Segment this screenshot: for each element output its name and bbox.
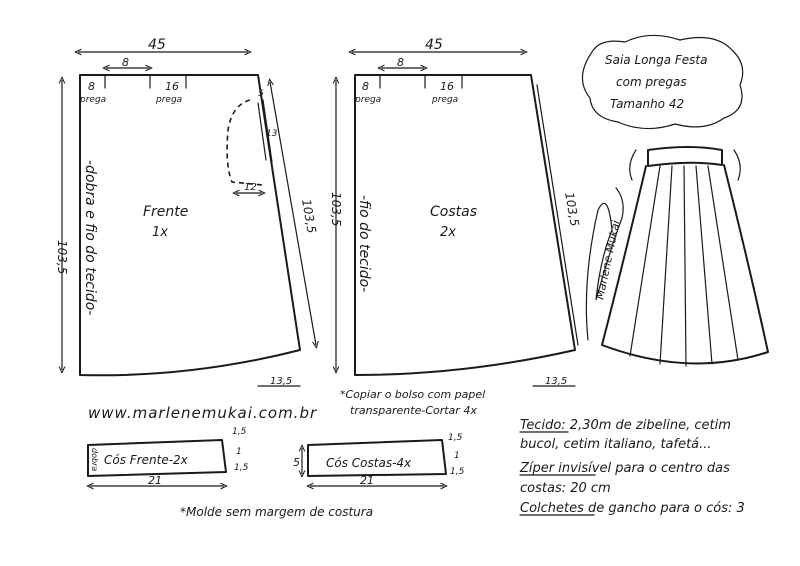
title-line1: Saia Longa Festa — [605, 53, 708, 67]
back-waistband-label: Cós Costas-4x — [326, 456, 412, 470]
front-name: Frente — [143, 204, 188, 220]
back-count: 2x — [440, 225, 456, 240]
back-grain-text: -fio do tecido- — [356, 195, 372, 292]
front-pleat1-width: 8 — [88, 80, 95, 93]
front-count: 1x — [152, 225, 168, 240]
materials-line4: costas: 20 cm — [520, 481, 611, 496]
back-left-height: 103,5 — [329, 192, 343, 226]
pocket-note-line2: transparente-Cortar 4x — [350, 404, 477, 417]
front-waistband-h1: 1,5 — [232, 427, 247, 437]
signature-text: Marlene Mukai — [593, 219, 622, 300]
back-pleat1-label: prega — [354, 95, 381, 105]
front-fold-text: -dobra e fio do tecido- — [82, 160, 98, 315]
materials-line1: Tecido: 2,30m de zibeline, cetim — [520, 418, 731, 433]
back-outline — [354, 74, 576, 376]
title-line3: Tamanho 42 — [610, 97, 684, 111]
front-waistband-h2: 1 — [236, 447, 242, 457]
front-pocket-outline — [226, 99, 263, 186]
back-pleat1-width: 8 — [362, 80, 369, 93]
front-pleat2-width: 16 — [165, 80, 179, 93]
front-pleat1-label: prega — [79, 95, 106, 105]
back-width-label: 45 — [425, 37, 443, 53]
back-hem-extension: 13,5 — [545, 376, 567, 387]
materials-notes: Tecido: 2,30m de zibeline, cetim bucol, … — [519, 418, 745, 516]
back-name: Costas — [430, 204, 477, 220]
front-pocket-5: 5 — [258, 89, 264, 99]
website-link[interactable]: www.marlenemukai.com.br — [88, 404, 317, 422]
seam-allowance-note: *Molde sem margem de costura — [180, 505, 373, 519]
front-right-height-arrow — [270, 82, 316, 345]
title-cloud: Saia Longa Festa com pregas Tamanho 42 — [581, 34, 744, 130]
back-waistband-h2: 1 — [454, 451, 460, 461]
back-waistband-height: 5 — [293, 456, 300, 469]
title-line2: com pregas — [616, 75, 687, 89]
front-waistband-label: Cós Frente-2x — [104, 453, 189, 467]
front-left-height: 103,5 — [55, 240, 69, 274]
materials-line5: Colchetes de gancho para o cós: 3 — [520, 501, 745, 516]
back-pleat2-label: prega — [431, 95, 458, 105]
back-pleat1-offset: 8 — [397, 56, 404, 69]
front-outline — [79, 74, 301, 377]
front-pleat1-offset: 8 — [122, 56, 129, 69]
front-hem-extension: 13,5 — [270, 376, 292, 387]
front-waistband-h3: 1,5 — [234, 463, 249, 473]
back-right-height: 103,5 — [562, 191, 582, 227]
skirt-illustration — [601, 146, 769, 367]
front-right-height: 103,5 — [299, 198, 319, 234]
designer-signature: Marlene Mukai — [585, 187, 624, 341]
front-piece: 45 8 8 prega 16 prega 5 13 12 103,5 103,… — [55, 37, 319, 387]
back-piece: 45 8 8 prega 16 prega 103,5 103,5 -fio d… — [329, 37, 582, 387]
front-width-label: 45 — [148, 37, 166, 53]
front-pocket-13: 13 — [266, 129, 278, 139]
front-pleat2-label: prega — [155, 95, 182, 105]
pocket-note-line1: *Copiar o bolso com papel — [340, 388, 485, 401]
materials-line3: Zíper invisível para o centro das — [519, 461, 730, 476]
front-waistband: Cós Frente-2x dobra 21 1,5 1 1,5 — [88, 427, 249, 487]
front-waistband-fold: dobra — [90, 448, 99, 471]
front-pocket-12: 12 — [244, 182, 257, 193]
back-waistband-h1: 1,5 — [448, 433, 463, 443]
back-waistband: Cós Costas-4x 5 21 1,5 1 1,5 — [293, 433, 465, 487]
back-waistband-width: 21 — [360, 474, 374, 487]
back-waistband-h3: 1,5 — [450, 467, 465, 477]
materials-line2: bucol, cetim italiano, tafetá... — [520, 437, 712, 452]
front-waistband-width: 21 — [148, 474, 162, 487]
back-pleat2-width: 16 — [440, 80, 454, 93]
